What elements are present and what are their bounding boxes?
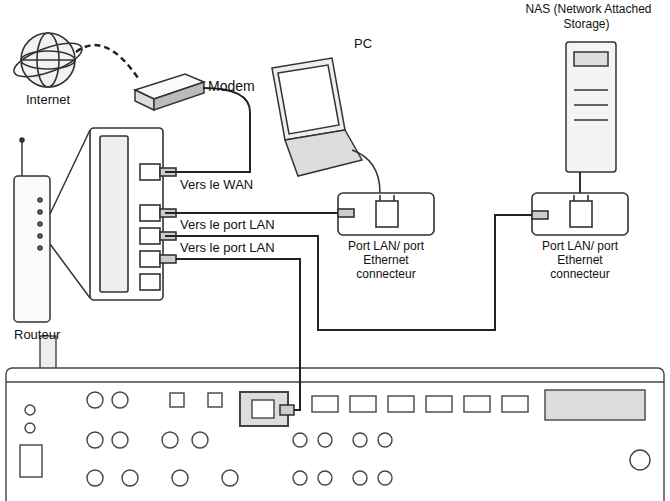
- label-holder: Vers le WAN: [178, 177, 255, 192]
- node-label: Port LAN/ port Ethernet connecteur: [338, 239, 434, 281]
- node-label: Routeur: [14, 327, 60, 342]
- device-label: NAS (Network Attached Storage): [523, 2, 651, 31]
- receiver-lan-cable: [176, 259, 300, 415]
- port-callout: Port LAN/ port Ethernet connecteur: [532, 193, 628, 281]
- label-holder: Internet: [24, 92, 72, 107]
- cable-label: Vers le port LAN: [178, 240, 277, 255]
- modem-node: Modem: [128, 66, 262, 112]
- lan-cable: [165, 215, 532, 330]
- cable-label: Vers le port LAN: [178, 217, 277, 232]
- nas-tower: [566, 42, 616, 193]
- label-holder: Vers le port LAN: [178, 240, 277, 255]
- internet-link: [76, 45, 138, 78]
- pc-laptop: [272, 58, 380, 193]
- router-node: Routeur: [8, 108, 165, 348]
- label-holder: PC: [352, 36, 374, 51]
- lan-cable: [165, 112, 250, 172]
- internet-globe: [10, 33, 86, 87]
- router-icon: [14, 130, 90, 322]
- node-label: Port LAN/ port Ethernet connecteur: [532, 239, 628, 281]
- router-port-panel: [90, 128, 176, 300]
- cable-label: Vers le WAN: [178, 177, 255, 192]
- label-holder: Vers le port LAN: [178, 217, 277, 232]
- label-holder: NAS (Network Attached Storage): [505, 2, 670, 32]
- av-receiver-rear-panel: [6, 336, 664, 501]
- node-label: Modem: [208, 78, 262, 94]
- port-callout-box: [338, 193, 628, 235]
- port-callout: Port LAN/ port Ethernet connecteur: [338, 193, 434, 281]
- lan-cable: [165, 212, 338, 214]
- device-label: PC: [352, 36, 374, 51]
- cloud-label: Internet: [24, 92, 72, 107]
